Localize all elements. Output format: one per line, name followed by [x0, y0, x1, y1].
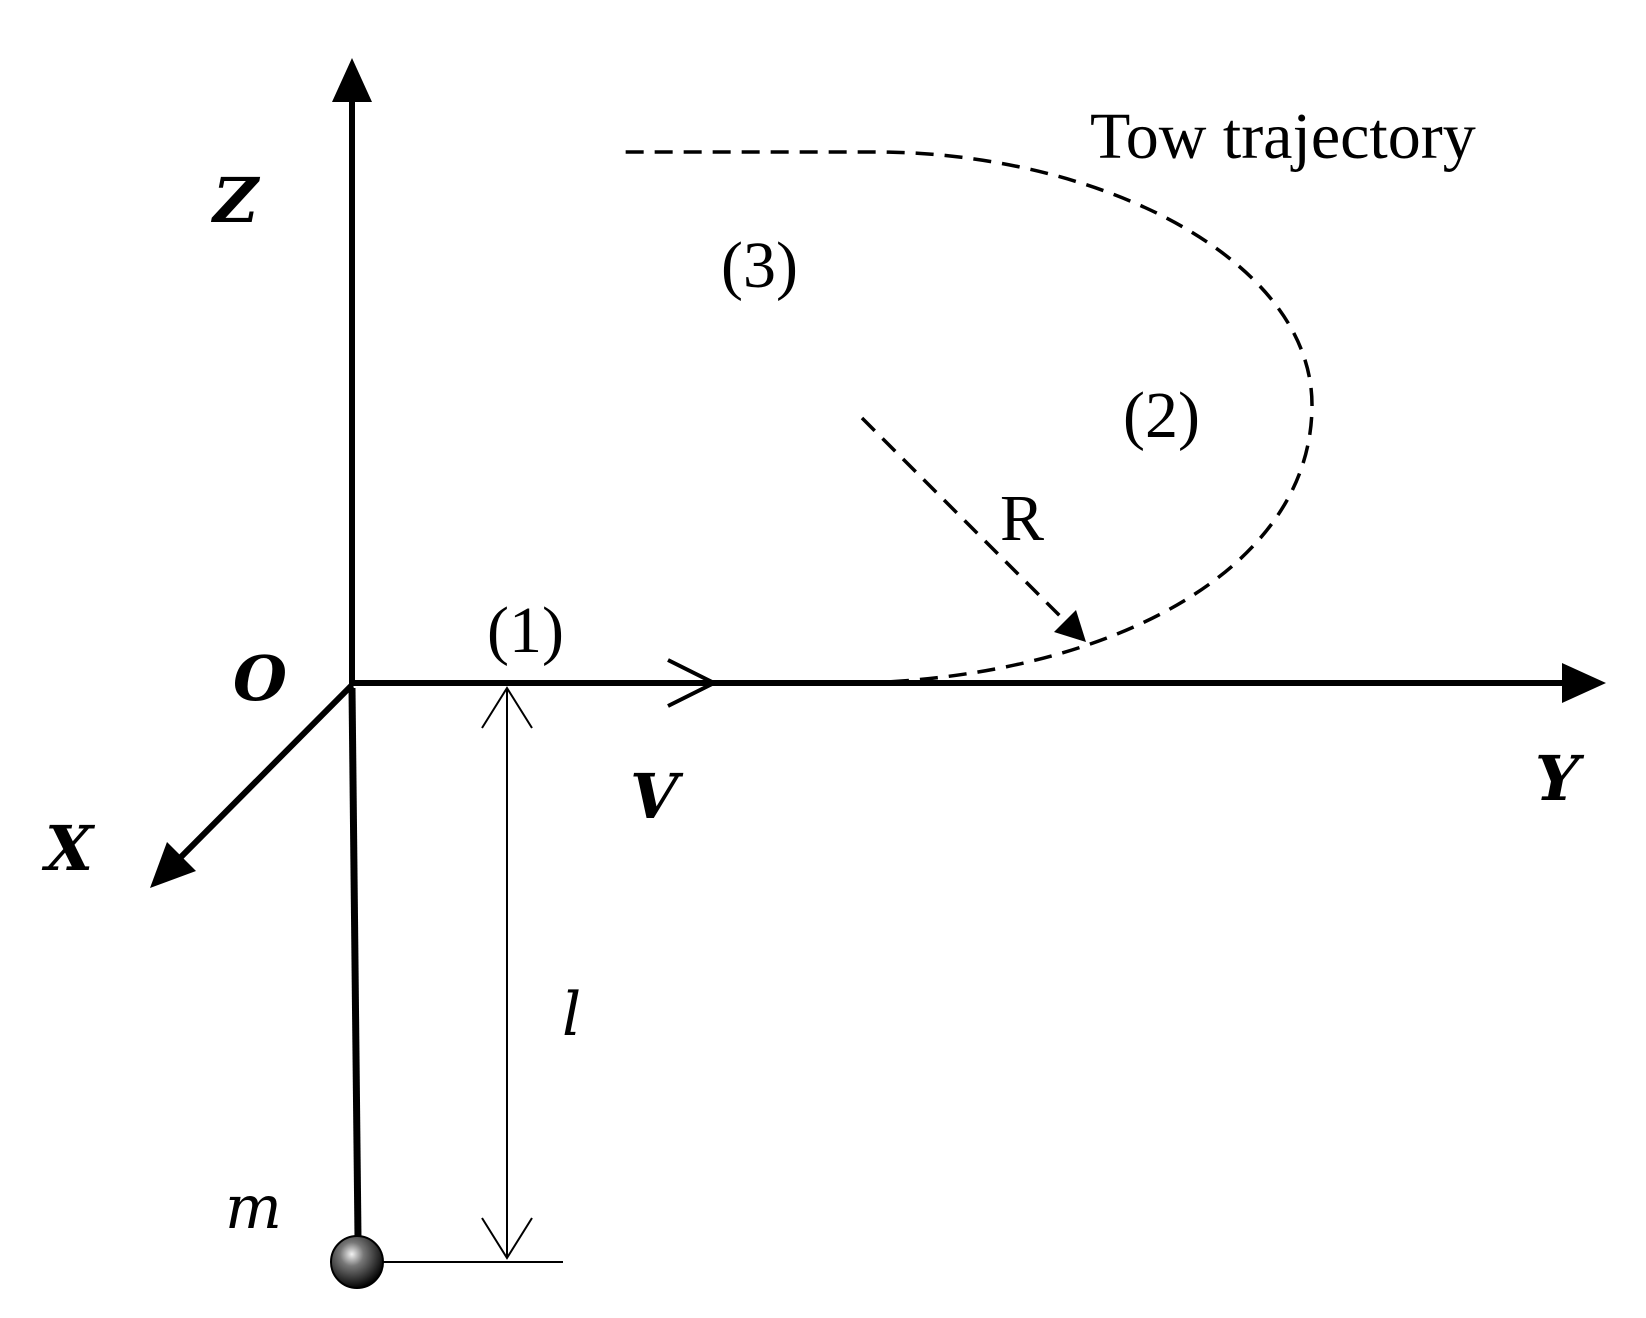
x-axis-line — [177, 682, 355, 861]
tow-trajectory-path — [625, 150, 1314, 685]
cable-line — [348, 687, 362, 1239]
y-axis-label: Y — [1535, 742, 1585, 815]
y-axis-arrowhead — [1562, 663, 1606, 703]
segment-label-3: (3) — [721, 229, 798, 302]
mass-label: m — [225, 1173, 282, 1243]
length-dimension-top-arrow — [481, 686, 533, 729]
segment-label-1: (1) — [487, 594, 564, 667]
segment-label-2: (2) — [1123, 379, 1200, 452]
radius-arrow-line — [860, 416, 1068, 624]
x-axis-label: X — [41, 812, 96, 885]
mass-ball — [330, 1235, 384, 1289]
radius-label: R — [1000, 482, 1044, 555]
length-label: l — [562, 980, 581, 1050]
length-dimension-bottom-arrow — [481, 1217, 533, 1260]
velocity-label: V — [630, 760, 684, 833]
z-axis-arrowhead — [332, 58, 372, 102]
origin-label: O — [233, 642, 287, 715]
velocity-arrow — [667, 658, 719, 708]
x-axis-arrowhead — [150, 842, 196, 888]
z-axis-label: Z — [210, 164, 261, 237]
radius-arrowhead — [1054, 610, 1086, 642]
trajectory-label: Tow trajectory — [1090, 100, 1476, 173]
